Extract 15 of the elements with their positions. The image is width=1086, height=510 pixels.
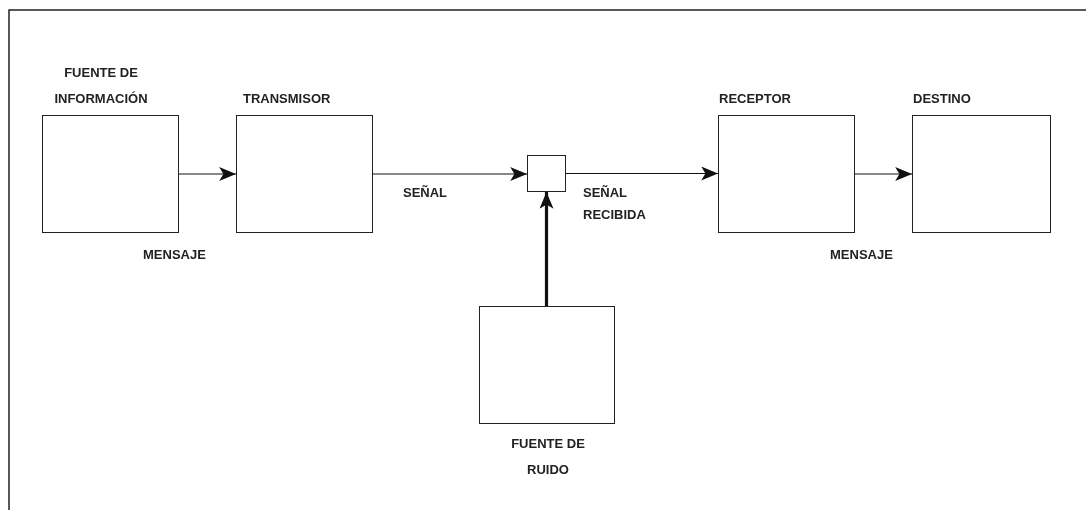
edge-label: SEÑAL RECIBIDA xyxy=(583,184,647,224)
junction-box xyxy=(527,155,566,192)
node-heading: TRANSMISOR xyxy=(243,90,332,108)
node-heading: RECEPTOR xyxy=(719,90,792,108)
arrow xyxy=(854,167,913,181)
signal-label: MENSAJE xyxy=(143,246,206,264)
arrow xyxy=(539,192,554,306)
arrow xyxy=(565,166,719,181)
edge-label: SEÑAL xyxy=(403,184,448,202)
arrow xyxy=(372,167,528,181)
node-heading: DESTINO xyxy=(913,90,972,108)
node-heading: FUENTE DE INFORMACIÓN xyxy=(53,64,149,108)
node-heading: FUENTE DE RUIDO xyxy=(510,435,586,479)
arrow xyxy=(178,167,237,181)
signal-label: MENSAJE xyxy=(830,246,893,264)
